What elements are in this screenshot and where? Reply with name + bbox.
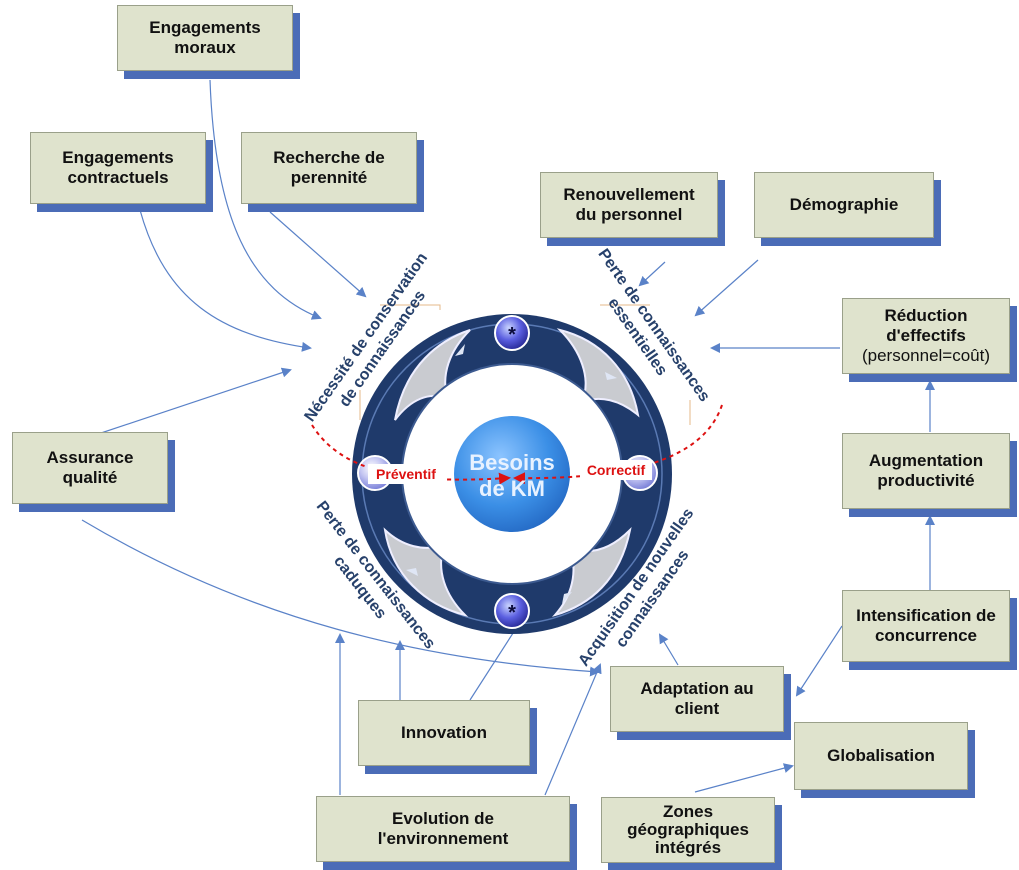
box-augmentation-line2: productivité [877,471,975,490]
red-arrows [311,404,723,485]
correctif-label: Correctif [587,462,646,478]
connector-moraux [209,79,322,320]
connector-innovation-ring [469,629,516,701]
box-assurance: Assurance qualité [12,432,168,504]
connector-adaptation-acquisition [658,633,679,666]
box-recherche-perennite-line1: Recherche de [273,147,385,167]
box-engagements-moraux: Engagements moraux [117,5,293,71]
box-reduction-line3: (personnel=coût) [861,346,991,366]
connector-zones-globalisation [694,763,794,793]
box-augmentation-line1: Augmentation [868,450,984,470]
connector-evolution-right [544,663,602,796]
connector-assurance-adaptation [81,519,600,677]
connector-intensification-adaptation [795,625,843,697]
box-globalisation-line1: Globalisation [827,745,935,765]
box-evolution-line2: l'environnement [377,829,509,848]
box-reduction-line1: Réduction [884,305,968,325]
node-bottom-star: * [508,602,516,624]
box-reduction: Réduction d'effectifs (personnel=coût) [842,298,1010,374]
preventif-label: Préventif [376,466,436,482]
box-recherche-perennite-line2: perennité [290,168,368,187]
connector-renouvellement [638,261,666,287]
box-adaptation-line1: Adaptation au [640,678,754,698]
box-evolution: Evolution de l'environnement [316,796,570,862]
connector-demographie [694,259,759,317]
box-renouvellement-line1: Renouvellement [563,184,695,204]
box-engagements-contractuels-line1: Engagements [62,147,174,167]
box-intensification-line1: Intensification de [856,605,996,625]
box-zones-line3: intégrés [654,837,722,857]
box-innovation-line1: Innovation [401,722,487,742]
box-zones-line2: géographiques [627,820,749,840]
box-reduction-line2: d'effectifs [886,325,966,345]
box-engagements-contractuels: Engagements contractuels [30,132,206,204]
node-top-star: * [508,324,516,346]
node-top [494,315,530,351]
center-label-2: de KM [479,476,545,501]
connectors [79,79,935,796]
km-ring [352,314,672,634]
box-adaptation: Adaptation au client [610,666,784,732]
box-demographie-line1: Démographie [789,194,899,214]
connector-assurance [79,367,292,441]
box-demographie: Démographie [754,172,934,238]
connector-contractuels [139,209,312,352]
connector-perennite [269,211,367,298]
box-innovation: Innovation [358,700,530,766]
box-augmentation: Augmentation productivité [842,433,1010,509]
box-zones-line1: Zones [662,802,714,822]
box-engagements-moraux-line1: Engagements [149,17,261,37]
arrow-preventif [311,424,511,485]
box-engagements-moraux-line2: moraux [174,38,236,57]
box-recherche-perennite: Recherche de perennité [241,132,417,204]
box-globalisation: Globalisation [794,722,968,790]
node-bottom [494,593,530,629]
box-adaptation-line2: client [674,699,720,718]
box-intensification: Intensification de concurrence [842,590,1010,662]
box-assurance-line2: qualité [62,468,118,487]
box-renouvellement: Renouvellement du personnel [540,172,718,238]
box-engagements-contractuels-line2: contractuels [67,168,169,187]
box-renouvellement-line2: du personnel [575,205,683,224]
box-assurance-line1: Assurance [46,447,134,467]
box-intensification-line2: concurrence [874,626,978,645]
arrow-correctif [513,404,723,485]
box-evolution-line1: Evolution de [392,808,494,828]
center-label-1: Besoins [469,450,555,475]
box-zones: Zones géographiques intégrés [601,797,775,863]
